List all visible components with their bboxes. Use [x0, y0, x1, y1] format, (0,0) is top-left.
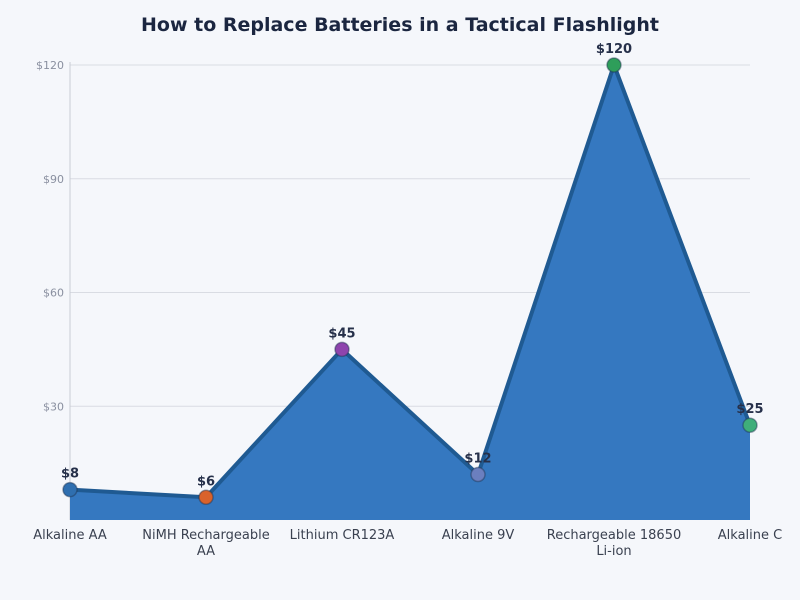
- data-point-marker[interactable]: [198, 489, 214, 505]
- y-tick-label: $120: [36, 59, 64, 72]
- data-point-marker[interactable]: [742, 417, 758, 433]
- data-label: $120: [596, 42, 632, 57]
- x-tick-label: Lithium CR123A: [290, 528, 395, 543]
- data-label: $6: [197, 474, 215, 489]
- data-label: $8: [61, 467, 79, 482]
- x-tick-label: Alkaline C: [718, 528, 782, 543]
- x-tick-label: Alkaline 9V: [442, 528, 515, 543]
- y-tick-label: $60: [43, 287, 64, 300]
- data-label: $12: [464, 452, 491, 467]
- data-labels: $8 $6 $45 $12 $120 $25: [61, 42, 764, 489]
- data-label: $45: [328, 326, 355, 341]
- chart-title: How to Replace Batteries in a Tactical F…: [140, 14, 659, 36]
- data-point-marker[interactable]: [470, 466, 486, 483]
- data-point-marker[interactable]: [606, 57, 622, 73]
- y-axis-ticks: $30 $60 $90 $120: [36, 59, 64, 413]
- area-fill: [70, 65, 750, 520]
- data-point-marker[interactable]: [62, 481, 78, 498]
- series-line: [69, 63, 752, 500]
- data-label: $25: [736, 402, 763, 417]
- y-tick-label: $30: [43, 400, 64, 413]
- x-tick-label: Alkaline AA: [33, 528, 107, 543]
- y-tick-label: $90: [43, 173, 64, 186]
- data-markers: [62, 57, 758, 505]
- data-point-marker[interactable]: [334, 341, 350, 358]
